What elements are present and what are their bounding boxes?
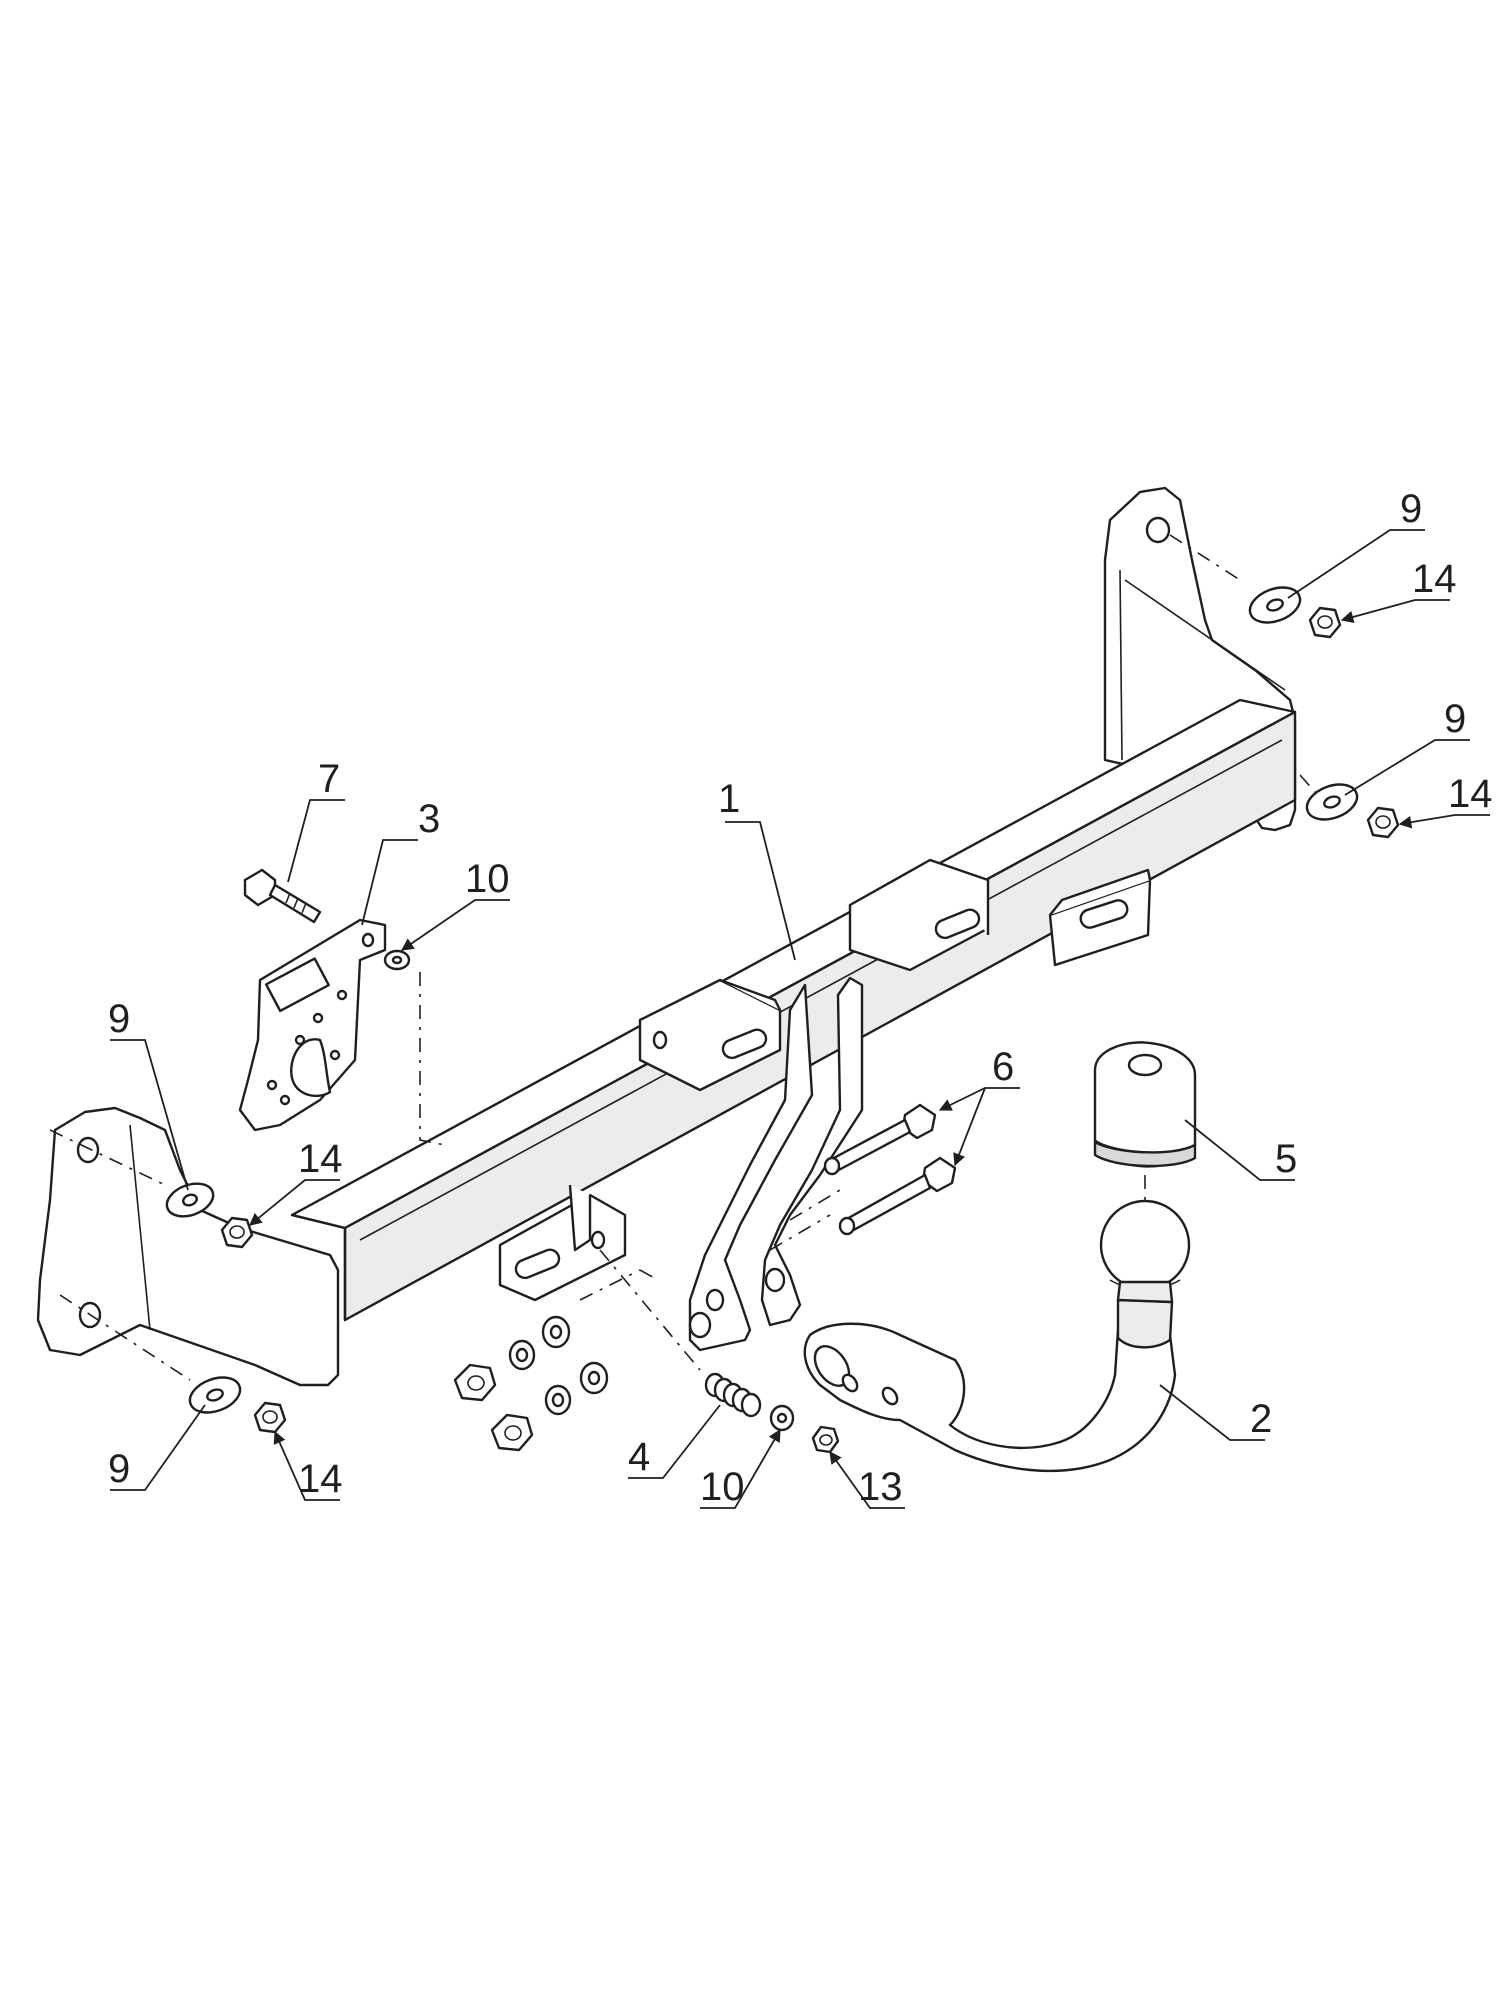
callout-10-top: 10 [465,857,510,901]
bolt-6-upper [823,1103,937,1176]
socket-plate [238,918,387,1132]
ball-receiver-bracket [688,976,864,1352]
washer-10-top-hole [391,955,403,965]
callout-4: 4 [628,1435,650,1479]
nut-14-upper-right [1308,606,1342,639]
callout-labels: 1 2 3 4 5 6 7 9 9 9 9 10 10 13 14 14 14 … [108,487,1493,1509]
lower-nuts-washers [453,1315,609,1452]
crossbar-bracket-left [498,1184,627,1302]
nut-14-lower-right [1366,806,1400,839]
callout-13: 13 [858,1465,903,1509]
washer-10-bottom [769,1404,795,1432]
washer-9-upper-left [165,1182,215,1218]
crossbar-bracket-mid-left [638,978,782,1092]
callout-14-upper-right: 14 [1412,557,1457,601]
bolt-6-lower [838,1156,957,1236]
callout-9-lower-right: 9 [1444,697,1466,741]
spring-4 [704,1372,762,1418]
callout-leaders [110,529,1490,1509]
washer-9-lower-left [188,1376,242,1414]
washer-9-upper-right [1248,586,1302,624]
callout-2: 2 [1250,1397,1272,1441]
washer-9-lower-right [1305,783,1359,821]
bolt-7 [243,868,322,924]
callout-1: 1 [718,777,740,821]
assembly-center-lines [49,534,1316,1381]
callout-6: 6 [992,1045,1014,1089]
callout-5: 5 [1275,1137,1297,1181]
nut-13 [811,1425,840,1454]
crossbar-bracket-mid-right [848,858,990,972]
tow-ball-neck [803,1199,1191,1473]
callout-3: 3 [418,797,440,841]
callout-14-lower-right: 14 [1448,772,1493,816]
left-mounting-bracket [36,1106,340,1387]
nut-14-lower-left [253,1401,287,1434]
nut-14-upper-left [220,1216,254,1249]
crossbar-bracket-right [1048,868,1152,967]
callout-9-upper-left: 9 [108,997,130,1041]
callout-9-lower-left: 9 [108,1447,130,1491]
callout-14-lower-left: 14 [298,1457,343,1501]
callout-9-upper-right: 9 [1400,487,1422,531]
callout-10-bottom: 10 [700,1465,745,1509]
callout-14-upper-left: 14 [298,1137,343,1181]
callout-7: 7 [318,757,340,801]
ball-cap [1093,1041,1197,1168]
